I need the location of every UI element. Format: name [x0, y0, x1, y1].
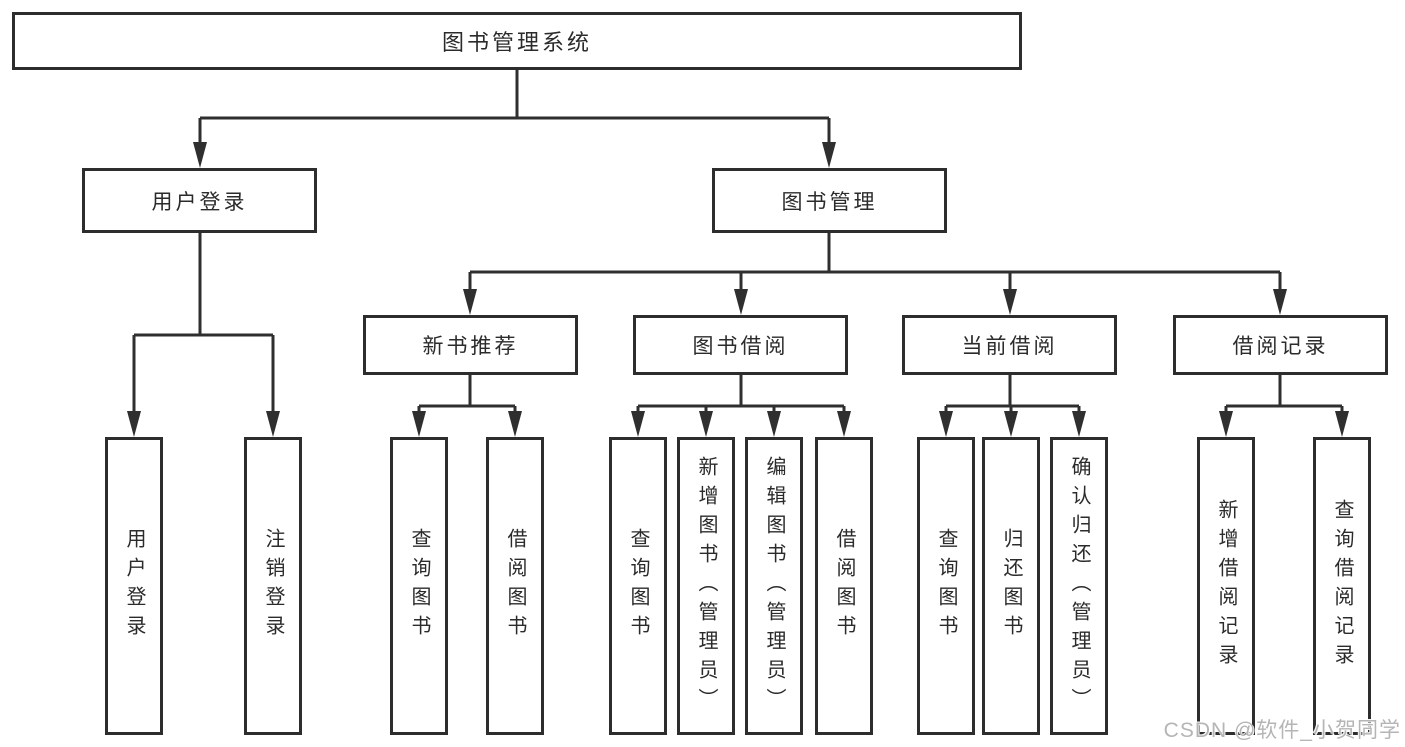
leaf-label: 借阅图书	[504, 528, 526, 644]
node-label: 新书推荐	[422, 335, 519, 358]
node-label: 图书借阅	[692, 335, 789, 358]
node-user-login: 用户登录	[82, 168, 317, 233]
node-label: 借阅记录	[1232, 335, 1329, 358]
leaf-label: 借阅图书	[833, 528, 855, 644]
leaf-label: 新增借阅记录	[1215, 499, 1237, 673]
node-library-management-system: 图书管理系统	[12, 12, 1022, 70]
leaf-label: 查询借阅记录	[1331, 499, 1353, 673]
node-book-management: 图书管理	[712, 168, 947, 233]
leaf-borrow-books-recommend: 借阅图书	[486, 437, 544, 735]
leaf-confirm-return-admin: 确认归还（管理员）	[1050, 437, 1108, 735]
node-book-borrowing: 图书借阅	[633, 315, 848, 375]
leaf-return-books: 归还图书	[982, 437, 1040, 735]
leaf-label: 确认归还（管理员）	[1068, 455, 1090, 717]
node-label: 当前借阅	[961, 335, 1058, 358]
leaf-borrow-books: 借阅图书	[815, 437, 873, 735]
leaf-label: 注销登录	[262, 528, 284, 644]
leaf-query-books-current: 查询图书	[917, 437, 975, 735]
node-label: 图书管理	[781, 190, 878, 214]
node-label: 用户登录	[151, 190, 248, 214]
leaf-logout-login: 注销登录	[244, 437, 302, 735]
leaf-label: 用户登录	[123, 528, 145, 644]
leaf-query-books-recommend: 查询图书	[390, 437, 448, 735]
leaf-add-borrow-record: 新增借阅记录	[1197, 437, 1255, 735]
node-current-borrowing: 当前借阅	[902, 315, 1117, 375]
node-label: 图书管理系统	[441, 30, 592, 55]
leaf-label: 查询图书	[935, 528, 957, 644]
leaf-user-login: 用户登录	[105, 437, 163, 735]
watermark: CSDN @软件_小贺同学	[1163, 719, 1401, 742]
node-new-book-recommendation: 新书推荐	[363, 315, 578, 375]
leaf-edit-books-admin: 编辑图书（管理员）	[745, 437, 803, 735]
leaf-label: 编辑图书（管理员）	[763, 455, 785, 717]
leaf-query-books-borrow: 查询图书	[609, 437, 667, 735]
leaf-label: 查询图书	[408, 528, 430, 644]
leaf-query-borrow-record: 查询借阅记录	[1313, 437, 1371, 735]
leaf-label: 查询图书	[627, 528, 649, 644]
leaf-label: 新增图书（管理员）	[695, 455, 717, 717]
leaf-add-books-admin: 新增图书（管理员）	[677, 437, 735, 735]
node-borrowing-records: 借阅记录	[1173, 315, 1388, 375]
leaf-label: 归还图书	[1000, 528, 1022, 644]
